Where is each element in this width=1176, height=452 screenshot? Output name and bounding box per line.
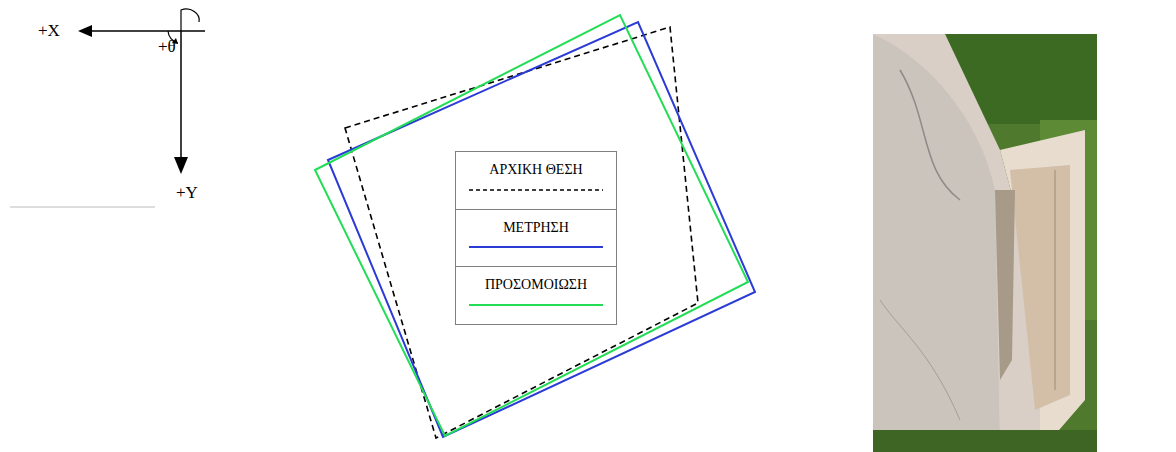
legend-sample-line	[469, 187, 603, 193]
axis-label: +X	[38, 22, 60, 39]
legend-row: ΑΡΧΙΚΗ ΘΕΣΗ	[456, 152, 616, 210]
legend-sample-line	[469, 302, 603, 308]
legend-text: ΠΡΟΣΟΜΟΙΩΣΗ	[460, 277, 612, 294]
legend-text: ΑΡΧΙΚΗ ΘΕΣΗ	[460, 162, 612, 179]
legend-row: ΜΕΤΡΗΣΗ	[456, 210, 616, 268]
legend-box: ΑΡΧΙΚΗ ΘΕΣΗ ΜΕΤΡΗΣΗ ΠΡΟΣΟΜΟΙΩΣΗ	[455, 151, 617, 325]
initial-position	[345, 27, 698, 438]
axis-system	[10, 9, 205, 207]
legend-sample-line	[469, 244, 603, 250]
simulated-position	[315, 15, 748, 436]
legend-row: ΠΡΟΣΟΜΟΙΩΣΗ	[456, 267, 616, 324]
axis-label: +θ	[158, 38, 176, 55]
axis-label: +Y	[176, 184, 198, 201]
measured-position	[328, 22, 755, 437]
legend-text: ΜΕΤΡΗΣΗ	[460, 220, 612, 237]
photo	[873, 34, 1097, 452]
